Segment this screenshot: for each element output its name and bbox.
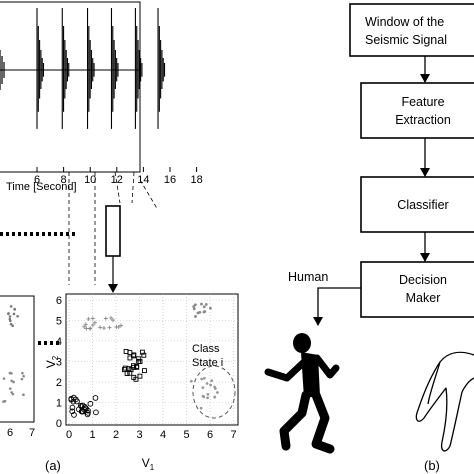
scatter-right-y-tick: 1 <box>56 398 62 410</box>
scatter-left: 6 7 <box>0 295 35 439</box>
scatter-right-x-tick: 5 <box>183 429 189 441</box>
flow-box-feature-line2: Extraction <box>395 113 451 127</box>
scatter-left-points <box>2 305 25 403</box>
class-state-region <box>192 365 236 419</box>
scatter-right-x-tick: 3 <box>136 429 142 441</box>
scatter-right-y-tick: 0 <box>56 418 62 430</box>
scatter-right-x-tick: 1 <box>89 429 95 441</box>
flow-box-feature-line1: Feature <box>401 95 444 109</box>
waveform-x-label: Time [Second] <box>6 181 77 193</box>
scatter-right-y-tick: 2 <box>56 377 62 389</box>
scatter-right-y-label: V2 <box>44 355 60 368</box>
animal-outline-icon <box>415 351 474 452</box>
scatter-right-x-tick: 2 <box>113 429 119 441</box>
flow-box-decision-line1: Decision <box>399 273 447 287</box>
flow-box-window-line2: Seismic Signal <box>365 33 447 47</box>
waveform-tick-label: 12 <box>111 174 123 186</box>
scatter-right-x-tick: 0 <box>66 429 72 441</box>
scatter-right-y-tick: 4 <box>56 336 62 348</box>
scatter-right-x-tick: 6 <box>207 429 213 441</box>
human-output-arrow <box>313 287 361 326</box>
flow-box-window-line1: Window of the <box>365 15 444 29</box>
flow-box-decision-line2: Maker <box>406 291 441 305</box>
seismic-burst <box>157 8 166 129</box>
scatter-right-x-label: V1 <box>142 456 155 472</box>
waveform-tick-label: 14 <box>137 174 149 186</box>
scatter-right-y-tick: 6 <box>56 295 62 307</box>
seismic-burst <box>61 8 70 129</box>
flow-box-classifier: Classifier <box>360 176 474 233</box>
panel-b-caption: (b) <box>424 458 440 473</box>
scatter-right-points <box>68 302 219 418</box>
cluster-top-right <box>192 302 212 318</box>
cluster-squares <box>121 349 147 382</box>
scatter-right-y-tick: 5 <box>56 316 62 328</box>
panel-b: Window of the Seismic Signal Feature Ext… <box>264 3 474 473</box>
scatter-right-x-tick: 4 <box>160 429 166 441</box>
flow-box-classifier-label: Classifier <box>397 198 448 212</box>
waveform-plot: 6 8 10 12 14 16 18 Time [Second] <box>0 1 203 193</box>
left-cluster-top <box>7 305 19 328</box>
seismic-burst <box>110 8 119 129</box>
waveform-traces <box>0 8 166 129</box>
flow-box-window: Window of the Seismic Signal <box>349 3 474 57</box>
running-human-icon <box>264 333 340 454</box>
projection-guides <box>68 171 159 285</box>
cluster-plus <box>82 316 124 331</box>
scatter-right-x-tick: 7 <box>230 429 236 441</box>
waveform-tick-label: 16 <box>164 174 176 186</box>
cluster-class-state <box>189 376 219 410</box>
left-cluster-bottom <box>2 371 25 403</box>
flow-box-feature-extraction: Feature Extraction <box>360 82 474 139</box>
waveform-x-ticks: 6 8 10 12 14 16 18 <box>34 167 203 186</box>
scatter-right-ticks: 0 1 2 3 4 5 6 7 0 1 2 3 4 5 6 <box>56 295 237 441</box>
scatter-left-frame <box>0 295 35 423</box>
waveform-tick-label: 18 <box>190 174 202 186</box>
human-output-label: Human <box>288 270 328 284</box>
scatter-left-tick-6: 6 <box>7 427 13 439</box>
scatter-right-frame <box>65 293 239 426</box>
seismic-burst <box>134 8 143 129</box>
panel-a-caption: (a) <box>45 458 61 473</box>
scatter-right: 0 1 2 3 4 5 6 7 0 1 2 3 4 5 6 Class State i V2 V1 <box>44 293 239 472</box>
selected-window <box>105 205 121 257</box>
scatter-right-y-tick: 3 <box>56 357 62 369</box>
scatter-right-grid <box>66 294 238 425</box>
class-state-label-line1: Class <box>192 343 220 355</box>
waveform-tick-label: 8 <box>61 174 67 186</box>
waveform-axes-frame <box>0 1 141 173</box>
scatter-left-tick-7: 7 <box>29 427 35 439</box>
waveform-tick-label: 10 <box>84 174 96 186</box>
seismic-burst <box>86 8 95 129</box>
waveform-tick-label: 6 <box>34 174 40 186</box>
cluster-circles <box>68 394 99 418</box>
flow-box-decision-maker: Decision Maker <box>360 261 474 318</box>
seismic-burst <box>36 8 45 129</box>
class-state-label-line2: State i <box>192 357 223 369</box>
